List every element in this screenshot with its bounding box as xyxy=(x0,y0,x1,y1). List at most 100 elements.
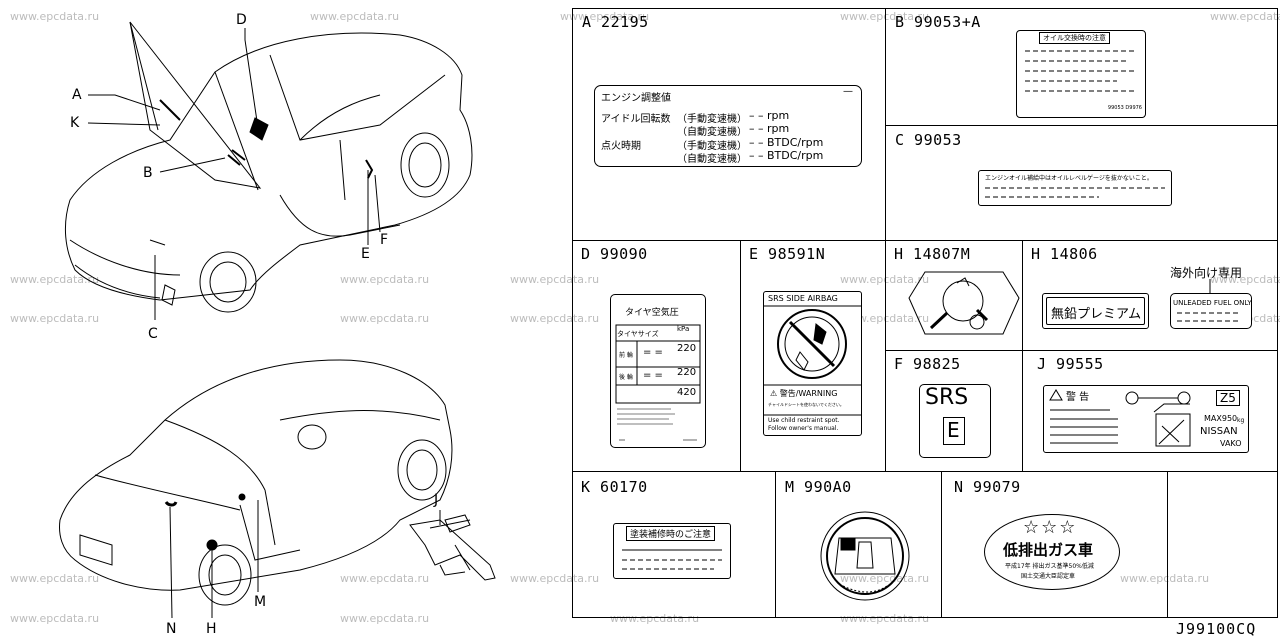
label-d-rear: 後 輪 xyxy=(619,374,633,381)
label-a-btdc-1: – – BTDC/rpm xyxy=(749,136,824,149)
label-b-heading: オイル交換時の注意 xyxy=(1039,32,1110,44)
label-e-line3: Follow owner's manual. xyxy=(768,425,839,432)
label-e-title: E 98591N xyxy=(749,245,826,263)
label-h2-note: 海外向け専用 xyxy=(1170,266,1243,280)
callout-h: H xyxy=(206,621,217,637)
label-d-rear-value: 220 xyxy=(677,367,697,378)
lower-callout-lines xyxy=(169,500,441,619)
label-h1-title: H 14807M xyxy=(894,245,971,263)
label-a-ignition: 点火時期 xyxy=(601,141,641,152)
label-c-title: C 99053 xyxy=(895,131,962,149)
label-n-line2: 国土交通大臣認定車 xyxy=(1021,573,1076,580)
label-a-rpm-2: – – rpm xyxy=(749,122,790,135)
label-a-manual-1: （手動変速機） xyxy=(677,114,747,125)
watermark: www.epcdata.ru xyxy=(10,572,100,585)
upper-callout-lines xyxy=(87,28,381,320)
label-d-front-value: 220 xyxy=(677,343,697,354)
callout-e: E xyxy=(361,246,370,262)
label-e-line2: Use child restraint spot. xyxy=(768,417,840,424)
label-e-warning: ⚠ 警告/WARNING xyxy=(770,389,838,398)
label-n-main: 低排出ガス車 xyxy=(1003,541,1094,559)
callout-c: C xyxy=(148,326,158,342)
label-k-lines xyxy=(622,549,722,570)
label-j-title: J 99555 xyxy=(1037,355,1104,373)
watermark: www.epcdata.ru xyxy=(340,273,430,286)
label-h2-sticker: 無鉛プレミアム xyxy=(1042,293,1149,329)
label-j-vako: VAKO xyxy=(1220,439,1242,448)
label-j-sticker: 警 告 Z5 MAX950 kg NISSAN VAKO xyxy=(1043,385,1249,453)
label-f-title: F 98825 xyxy=(894,355,961,373)
label-d-size: タイヤサイズ xyxy=(617,330,659,338)
label-d-heading: タイヤ空気圧 xyxy=(625,308,679,318)
label-d-table xyxy=(615,324,701,404)
watermark: www.epcdata.ru xyxy=(10,612,100,625)
label-h1-sticker xyxy=(908,271,1020,335)
watermark: www.epcdata.ru xyxy=(10,312,100,325)
label-j-kg: kg xyxy=(1237,417,1245,424)
label-a-btdc-2: – – BTDC/rpm xyxy=(749,149,824,162)
label-n-title: N 99079 xyxy=(954,478,1021,496)
label-c-sticker: エンジンオイル補給中はオイルレベルゲージを抜かないこと。 xyxy=(978,170,1172,206)
label-a-rpm-1: – – rpm xyxy=(749,109,790,122)
callout-m: M xyxy=(254,594,267,610)
label-e-line1: チャイルドシートを使わないでください。 xyxy=(768,402,844,407)
label-h2-jp: 無鉛プレミアム xyxy=(1051,307,1142,322)
label-c-text: エンジンオイル補給中はオイルレベルゲージを抜かないこと。 xyxy=(985,175,1153,182)
watermark: www.epcdata.ru xyxy=(310,10,400,23)
label-f-e-box: E xyxy=(943,417,965,445)
label-a-title: A 22195 xyxy=(582,13,649,31)
diagram-code: J99100CQ xyxy=(1176,620,1257,638)
upper-car-drawing xyxy=(65,21,473,313)
label-d-front: 前 輪 xyxy=(619,352,633,359)
callout-k: K xyxy=(70,115,80,131)
label-k-heading: 塗装補修時のご注意 xyxy=(626,526,716,541)
label-d-sticker: タイヤ空気圧 タイヤサイズ kPa 前 輪 = = 220 後 輪 = = 22… xyxy=(610,294,706,448)
lower-car-drawing xyxy=(59,359,453,606)
label-c-lines xyxy=(985,187,1165,198)
label-h2-en-lines xyxy=(1177,312,1241,322)
callout-d: D xyxy=(236,12,247,28)
label-a-auto-1: （自動変速機） xyxy=(677,127,747,138)
watermark: www.epcdata.ru xyxy=(610,612,700,625)
watermark: www.epcdata.ru xyxy=(10,10,100,23)
label-b-code: 99053 D9976 xyxy=(1107,105,1142,111)
label-d-fineprint xyxy=(617,408,697,441)
label-b-sticker: オイル交換時の注意 99053 D9976 xyxy=(1016,30,1146,118)
watermark: www.epcdata.ru xyxy=(340,612,430,625)
label-j-warn: 警 告 xyxy=(1066,392,1090,403)
label-b-title: B 99053+A xyxy=(895,13,981,31)
label-a-heading: エンジン調整値 xyxy=(601,93,671,104)
watermark: www.epcdata.ru xyxy=(10,273,100,286)
callout-a: A xyxy=(72,87,82,103)
label-j-nissan: NISSAN xyxy=(1200,426,1238,437)
label-d-front-dash: = = xyxy=(643,347,663,358)
label-d-rear-dash: = = xyxy=(643,370,663,381)
label-a-sticker: エンジン調整値 — アイドル回転数 （手動変速機） – – rpm （自動変速機… xyxy=(594,85,862,167)
car-diagram xyxy=(59,21,496,619)
callout-j: J xyxy=(434,492,439,508)
label-f-sticker: SRS E xyxy=(919,384,991,458)
label-a-idle: アイドル回転数 xyxy=(601,114,671,125)
label-d-unit: kPa xyxy=(677,325,690,333)
label-e-icon xyxy=(764,305,861,416)
label-e-sticker: SRS SIDE AIRBAG ⚠ 警告/WARNING チャイルドシートを使わ… xyxy=(763,291,862,436)
label-m-title: M 990A0 xyxy=(785,478,852,496)
label-e-heading: SRS SIDE AIRBAG xyxy=(768,294,838,303)
callout-b: B xyxy=(143,165,153,181)
label-n-sticker: ☆☆☆ 低排出ガス車 平成17年 排出ガス基準50%低減 国土交通大臣認定車 xyxy=(984,514,1120,590)
watermark: www.epcdata.ru xyxy=(840,612,930,625)
label-a-auto-2: （自動変速機） xyxy=(677,154,747,165)
label-f-e: E xyxy=(947,418,960,442)
label-a-manual-2: （手動変速機） xyxy=(677,141,747,152)
label-a-dash: — xyxy=(843,86,853,97)
label-n-stars: ☆☆☆ xyxy=(1023,517,1078,538)
label-h2-title: H 14806 xyxy=(1031,245,1098,263)
label-j-drawing xyxy=(1049,389,1191,447)
label-h2-inner: 無鉛プレミアム xyxy=(1046,297,1145,325)
label-h2-note-line xyxy=(1209,279,1211,295)
label-n-line1: 平成17年 排出ガス基準50%低減 xyxy=(1005,563,1094,570)
watermark: www.epcdata.ru xyxy=(1120,572,1210,585)
label-j-max: MAX950 xyxy=(1204,414,1238,423)
callout-n: N xyxy=(166,621,177,637)
